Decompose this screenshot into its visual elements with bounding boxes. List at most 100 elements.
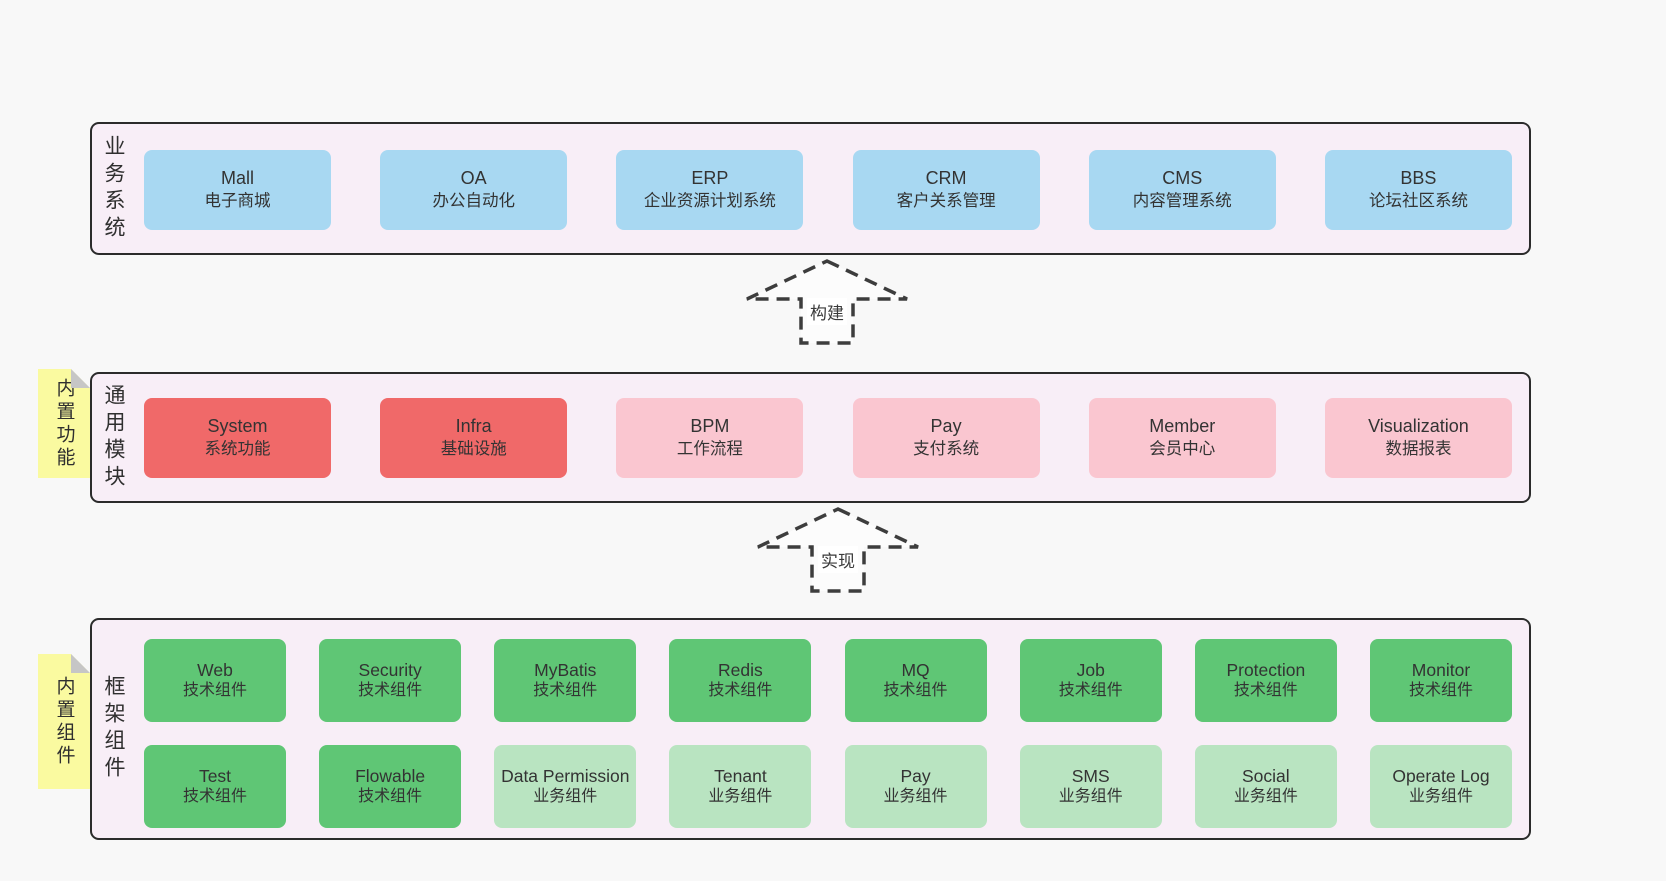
box-desc: 技术组件	[358, 682, 423, 700]
box-desc: 企业资源计划系统	[643, 192, 776, 211]
box-name: Test	[198, 765, 232, 786]
box-name: SMS	[1071, 765, 1110, 786]
band-framework-components: 框架组件 Web 技术组件 Security 技术组件 MyBatis 技术组件…	[90, 618, 1531, 840]
box-desc: 会员中心	[1149, 440, 1216, 459]
box-bbs: BBS 论坛社区系统	[1324, 150, 1512, 230]
box-desc: 技术组件	[358, 788, 423, 806]
band-common-modules: 通用模块 System 系统功能 Infra 基础设施 BPM 工作流程 Pay…	[90, 372, 1531, 503]
band-label-common-modules: 通用模块	[102, 383, 125, 492]
box-security: Security 技术组件	[319, 639, 462, 722]
box-name: Social	[1242, 765, 1290, 786]
box-desc: 业务组件	[883, 788, 948, 806]
box-infra: Infra 基础设施	[380, 398, 568, 478]
box-name: Protection	[1226, 659, 1306, 680]
box-name: Web	[197, 659, 233, 680]
note-fold-icon	[71, 369, 90, 388]
box-crm: CRM 客户关系管理	[852, 150, 1040, 230]
box-name: Operate Log	[1392, 765, 1490, 786]
box-desc: 业务组件	[1408, 788, 1473, 806]
note-text: 内置组件	[53, 675, 75, 768]
box-monitor: Monitor 技术组件	[1369, 639, 1512, 722]
box-name: CMS	[1162, 168, 1203, 189]
box-name: MQ	[901, 659, 930, 680]
business-box-row: Mall 电子商城 OA 办公自动化 ERP 企业资源计划系统 CRM 客户关系…	[144, 150, 1512, 230]
box-desc: 数据报表	[1385, 440, 1452, 459]
box-erp: ERP 企业资源计划系统	[616, 150, 804, 230]
box-name: Infra	[455, 416, 492, 437]
box-mq: MQ 技术组件	[844, 639, 987, 722]
box-desc: 技术组件	[533, 682, 598, 700]
box-name: BPM	[690, 416, 730, 437]
box-pay-system: Pay 支付系统	[852, 398, 1040, 478]
band-business-systems: 业务系统 Mall 电子商城 OA 办公自动化 ERP 企业资源计划系统 CRM…	[90, 122, 1531, 255]
box-flowable: Flowable 技术组件	[319, 745, 462, 828]
box-name: Member	[1149, 416, 1216, 437]
box-mall: Mall 电子商城	[144, 150, 331, 230]
box-desc: 客户关系管理	[896, 192, 996, 211]
box-name: Tenant	[714, 765, 767, 786]
box-name: MyBatis	[534, 659, 597, 680]
box-member: Member 会员中心	[1088, 398, 1276, 478]
box-cms: CMS 内容管理系统	[1088, 150, 1276, 230]
box-desc: 技术组件	[708, 682, 773, 700]
box-desc: 业务组件	[533, 788, 598, 806]
box-name: Data Permission	[501, 765, 630, 786]
box-name: Job	[1076, 659, 1105, 680]
arrow-build-label: 构建	[807, 298, 847, 325]
box-test: Test 技术组件	[144, 745, 286, 828]
box-system: System 系统功能	[144, 398, 331, 478]
modules-box-row: System 系统功能 Infra 基础设施 BPM 工作流程 Pay 支付系统…	[144, 398, 1512, 478]
arrow-implement-label: 实现	[818, 546, 858, 573]
box-pay-component: Pay 业务组件	[844, 745, 987, 828]
box-name: CRM	[925, 168, 967, 189]
box-name: Mall	[220, 168, 254, 189]
box-tenant: Tenant 业务组件	[669, 745, 812, 828]
box-name: Pay	[930, 416, 962, 437]
box-desc: 业务组件	[708, 788, 773, 806]
band-label-framework-components: 框架组件	[102, 675, 125, 783]
note-built-in-components: 内置组件	[38, 654, 90, 789]
box-sms: SMS 业务组件	[1019, 745, 1162, 828]
box-desc: 支付系统	[913, 440, 980, 459]
box-name: Security	[358, 659, 422, 680]
box-desc: 技术组件	[1058, 682, 1123, 700]
box-social: Social 业务组件	[1194, 745, 1337, 828]
box-desc: 论坛社区系统	[1368, 192, 1468, 211]
box-name: Pay	[900, 765, 931, 786]
box-desc: 技术组件	[1233, 682, 1298, 700]
box-desc: 系统功能	[204, 440, 271, 459]
components-row-2: Test 技术组件 Flowable 技术组件 Data Permission …	[144, 745, 1512, 828]
box-desc: 技术组件	[883, 682, 948, 700]
note-fold-icon	[71, 654, 90, 673]
box-desc: 工作流程	[676, 440, 743, 459]
box-name: ERP	[691, 168, 729, 189]
box-desc: 电子商城	[204, 192, 271, 211]
box-bpm: BPM 工作流程	[616, 398, 804, 478]
box-protection: Protection 技术组件	[1194, 639, 1337, 722]
box-desc: 基础设施	[440, 440, 507, 459]
arrow-build: 构建	[744, 258, 910, 346]
box-desc: 技术组件	[182, 682, 247, 700]
box-name: Redis	[718, 659, 763, 680]
box-desc: 业务组件	[1058, 788, 1123, 806]
box-name: Flowable	[355, 765, 426, 786]
box-name: System	[207, 416, 268, 437]
box-mybatis: MyBatis 技术组件	[494, 639, 637, 722]
box-name: Monitor	[1411, 659, 1471, 680]
note-text: 内置功能	[53, 377, 75, 470]
box-operate-log: Operate Log 业务组件	[1369, 745, 1512, 828]
box-data-permission: Data Permission 业务组件	[494, 745, 637, 828]
box-desc: 办公自动化	[432, 192, 515, 211]
box-desc: 业务组件	[1233, 788, 1298, 806]
box-name: Visualization	[1368, 416, 1469, 437]
band-label-business-systems: 业务系统	[102, 134, 125, 243]
box-job: Job 技术组件	[1019, 639, 1162, 722]
box-web: Web 技术组件	[144, 639, 286, 722]
box-desc: 内容管理系统	[1132, 192, 1232, 211]
box-desc: 技术组件	[182, 788, 247, 806]
components-row-1: Web 技术组件 Security 技术组件 MyBatis 技术组件 Redi…	[144, 639, 1512, 722]
box-name: BBS	[1400, 168, 1437, 189]
box-redis: Redis 技术组件	[669, 639, 812, 722]
arrow-implement: 实现	[755, 506, 921, 594]
box-desc: 技术组件	[1408, 682, 1473, 700]
